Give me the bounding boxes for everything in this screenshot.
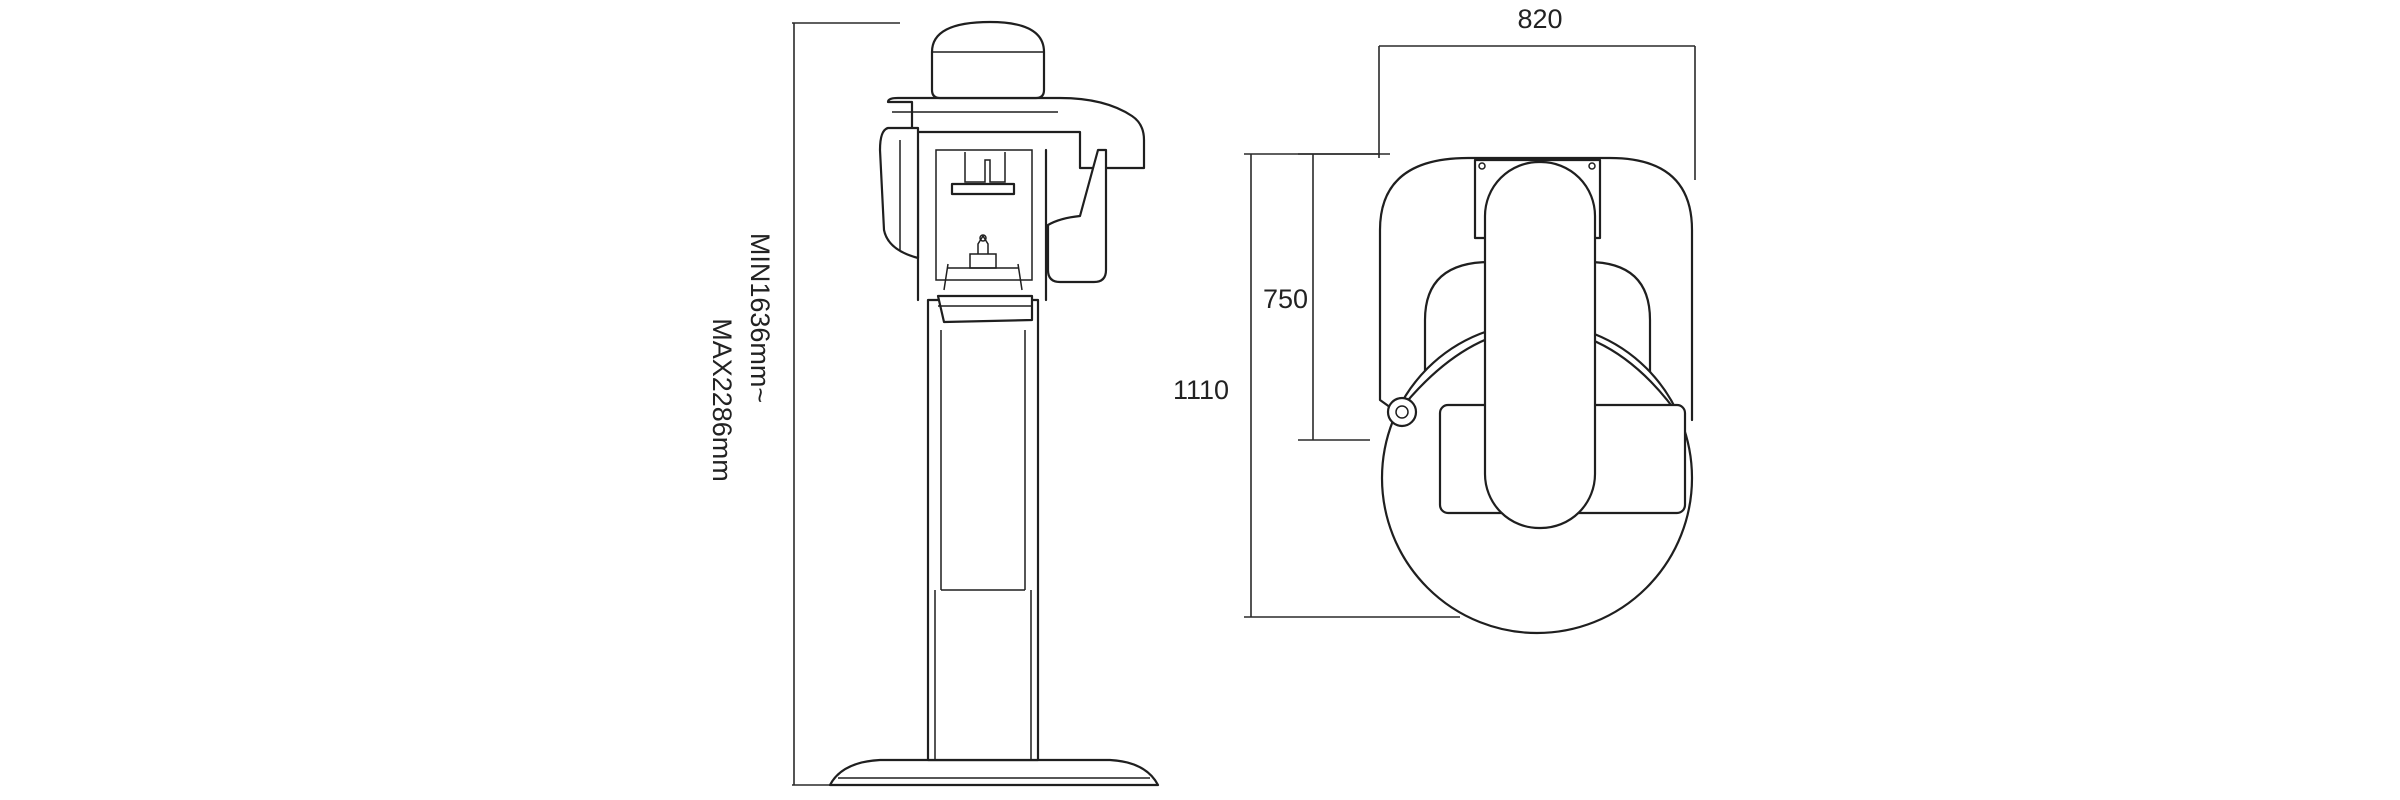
carriage [936,294,1034,324]
arm-label: 750 [1263,284,1308,314]
top-cover [930,20,1046,100]
positioning-frame [935,149,1033,281]
generator-head [1046,148,1108,284]
main-arm [1483,160,1597,530]
c-arm-outer [1378,156,1694,422]
side-view: MIN1636mm~ MAX2286mm [707,20,1160,787]
width-label: 820 [1517,4,1562,34]
height-min-label: MIN1636mm~ [745,233,775,403]
arm-dimension [1298,153,1390,441]
c-arm [886,96,1146,170]
forehead-rest [950,182,1016,196]
height-max-label: MAX2286mm [707,318,737,482]
pivot-knob [1386,396,1418,428]
column [926,298,1040,762]
top-view: 820 1110 750 [1173,4,1696,635]
sensor-head [878,126,920,260]
base-plate [828,758,1160,787]
depth-label: 1110 [1173,375,1229,405]
width-dimension [1378,45,1696,180]
